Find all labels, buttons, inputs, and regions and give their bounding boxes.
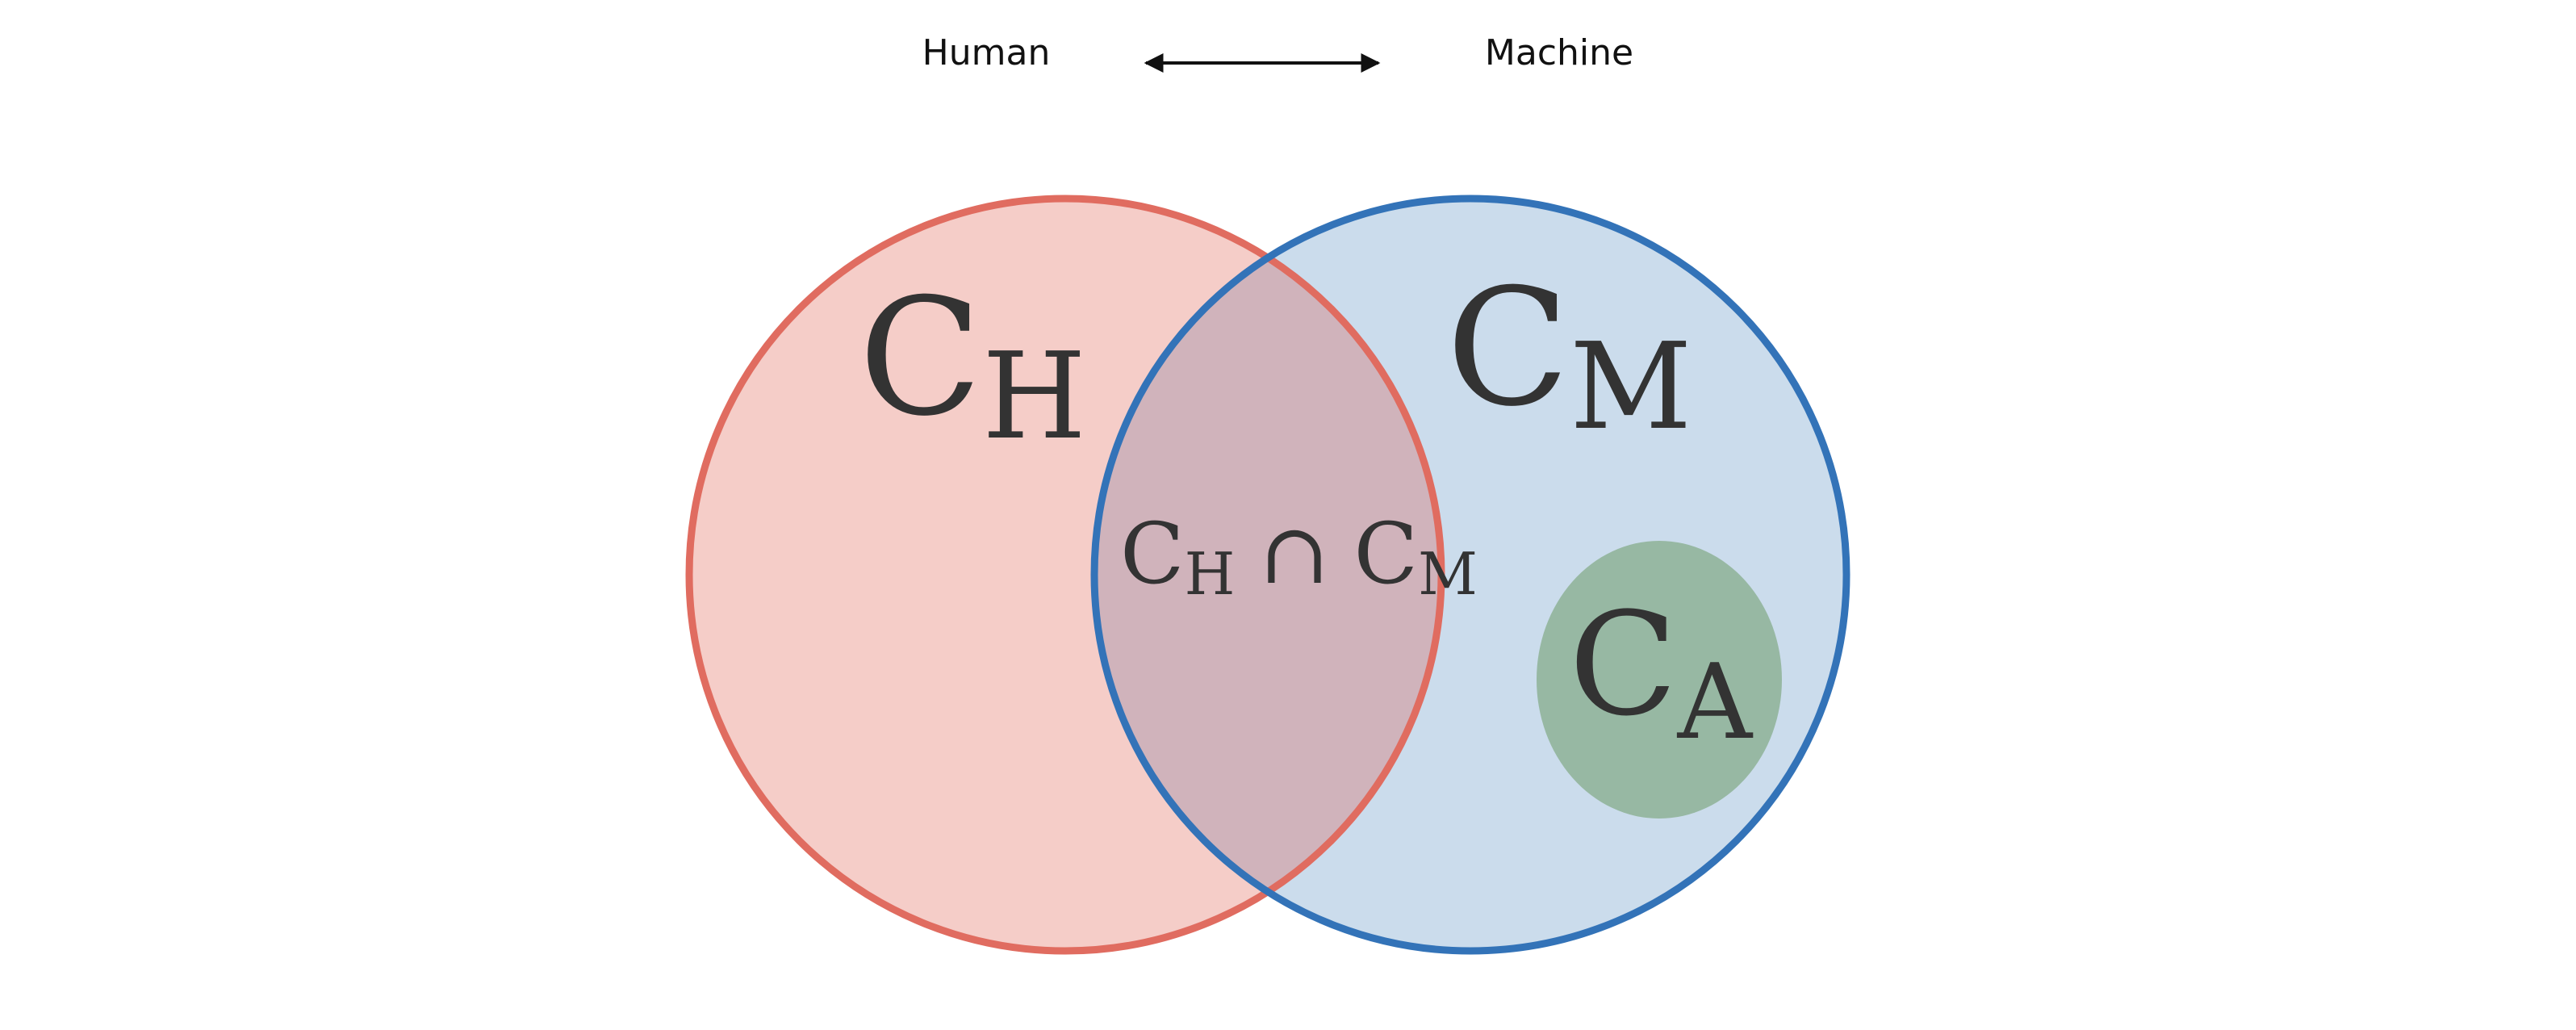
intersection-left-symbol: C <box>1120 505 1185 603</box>
machine-set-subscript: M <box>1570 317 1692 456</box>
agent-set-label: CA <box>1569 582 1754 763</box>
intersection-operator: ∩ <box>1259 505 1329 603</box>
human-label: Human <box>922 32 1051 73</box>
intersection-region <box>1094 199 1441 951</box>
agent-set-subscript: A <box>1677 643 1754 763</box>
agent-set-symbol: C <box>1569 582 1678 747</box>
intersection-label: CH∩CM <box>1120 505 1478 608</box>
human-set-outline <box>685 195 1445 955</box>
agent-set-ellipse <box>1537 541 1782 819</box>
machine-label: Machine <box>1485 32 1633 73</box>
intersection-right-subscript: M <box>1418 540 1478 608</box>
machine-set-symbol: C <box>1446 254 1570 442</box>
machine-set-label: CM <box>1446 254 1692 456</box>
machine-set-outline <box>1090 195 1850 955</box>
intersection-left-subscript: H <box>1185 540 1236 608</box>
human-set-subscript: H <box>982 327 1086 466</box>
intersection-right-symbol: C <box>1354 505 1419 603</box>
human-set-label: CH <box>859 264 1086 466</box>
human-set-symbol: C <box>859 264 982 452</box>
